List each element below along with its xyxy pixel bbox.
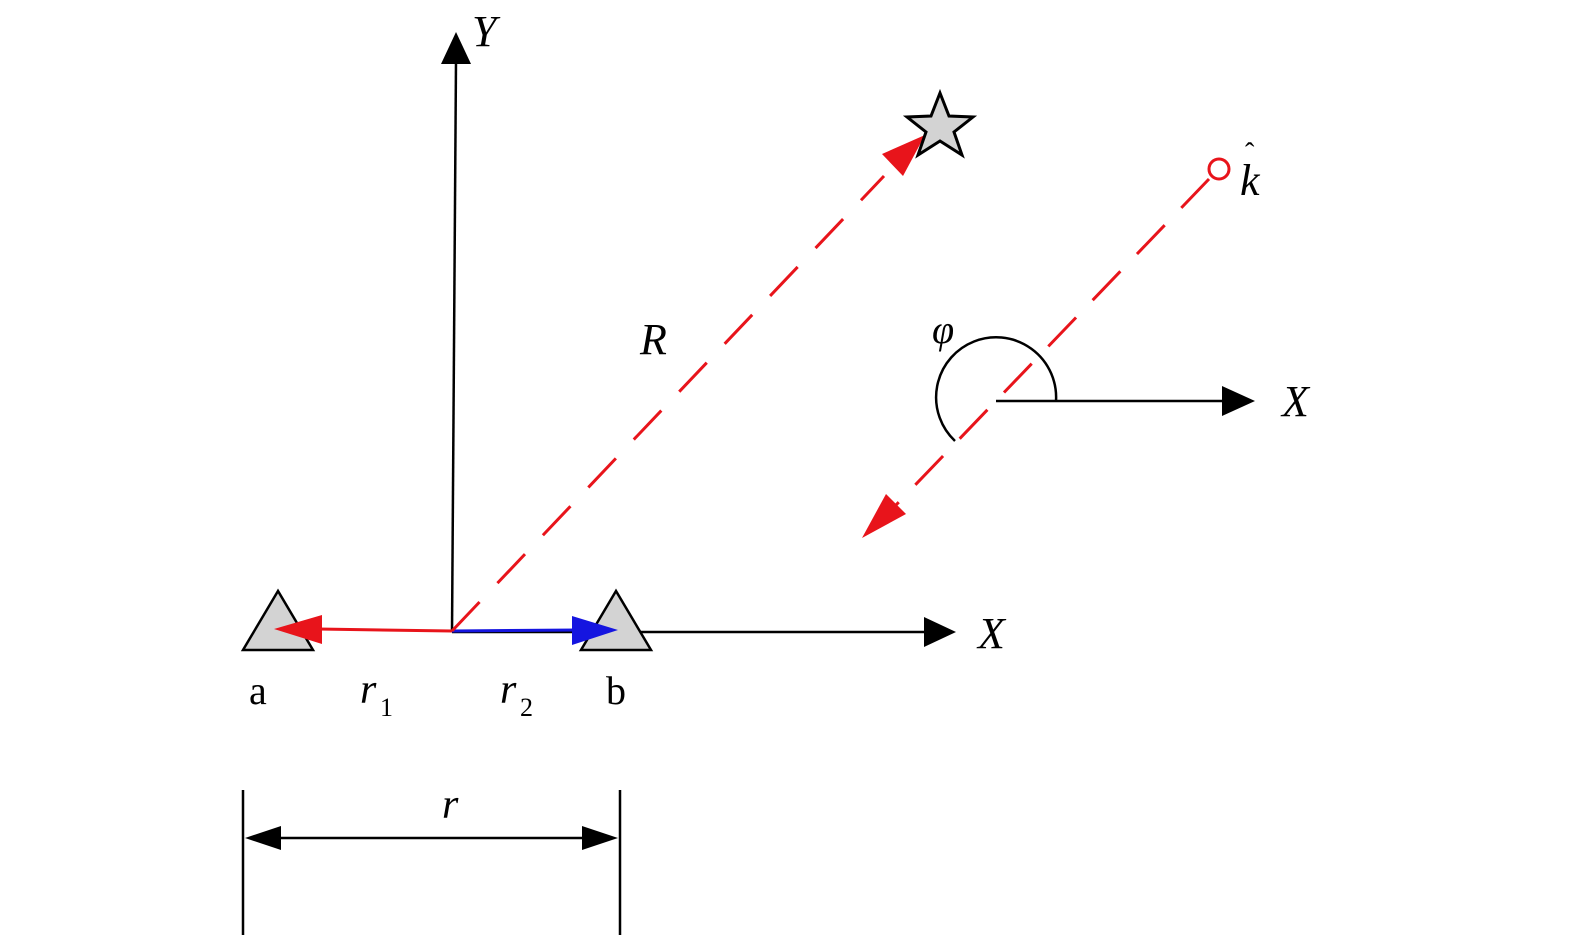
angle-arc: [934, 336, 1058, 442]
x-axis: [452, 617, 956, 647]
local-x-axis: [996, 386, 1255, 416]
sensor-a-label: a: [249, 668, 267, 713]
source-star-icon: [902, 88, 978, 159]
r2-vector: [451, 616, 618, 645]
local-x-axis-label: X: [1280, 377, 1311, 426]
y-axis: [441, 32, 471, 633]
range-vector: [450, 135, 925, 633]
direction-origin-circle-icon: [1207, 157, 1231, 181]
direction-vector: [862, 177, 1211, 538]
sensor-a-triangle-icon: [240, 588, 316, 652]
y-axis-label: Y: [472, 7, 501, 56]
r1-vector: [274, 615, 453, 644]
direction-hat: ˆ: [1245, 138, 1255, 169]
baseline-dimension: [241, 790, 622, 935]
r2-subscript: 2: [520, 693, 533, 722]
baseline-label: r: [442, 782, 459, 828]
angle-label: φ: [932, 307, 954, 352]
direction-label: k: [1240, 156, 1261, 205]
r1-label: r: [360, 667, 377, 713]
x-axis-label: X: [976, 609, 1007, 658]
range-label: R: [639, 315, 667, 364]
sensor-b-triangle-icon: [578, 588, 654, 652]
r1-subscript: 1: [380, 693, 393, 722]
sensor-b-label: b: [606, 668, 626, 713]
r2-label: r: [500, 667, 517, 713]
